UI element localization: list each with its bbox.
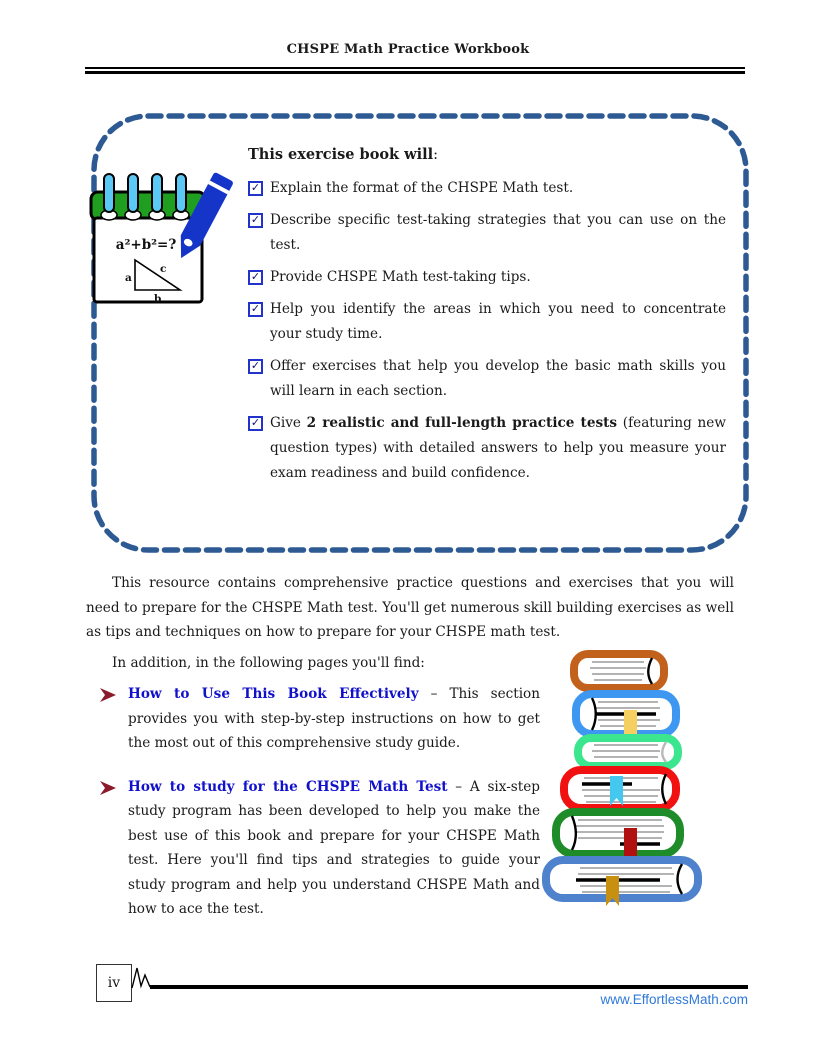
book (542, 856, 702, 906)
page-title: CHSPE Math Practice Workbook (286, 42, 530, 57)
checklist-item: ✓ Describe specific test-taking strategi… (248, 208, 726, 258)
arrow-bullet-icon (100, 688, 116, 702)
header-divider (85, 67, 745, 74)
bullet-title: How to study for the CHSPE Math Test (128, 778, 448, 795)
footer-divider (150, 985, 748, 989)
notepad-icon: a²+b²=? a c b (89, 172, 233, 305)
checklist-item: ✓ Offer exercises that help you develop … (248, 354, 726, 404)
book (552, 808, 684, 866)
checklist-item: ✓ Provide CHSPE Math test-taking tips. (248, 265, 726, 290)
addition-line: In addition, in the following pages you'… (112, 655, 425, 671)
triangle-label-a: a (125, 272, 132, 284)
checkbox-checked-icon: ✓ (248, 270, 263, 285)
page-number: iv (107, 975, 121, 991)
checklist-item: ✓ Give 2 realistic and full-length pract… (248, 411, 726, 486)
books-stack-illustration (542, 650, 702, 906)
dashed-callout-box (91, 113, 749, 553)
notepad-formula: a²+b²=? (116, 237, 177, 253)
footer-squiggle (131, 967, 151, 989)
checkbox-checked-icon: ✓ (248, 359, 263, 374)
book (570, 650, 668, 692)
checkbox-checked-icon: ✓ (248, 416, 263, 431)
arrow-bullet-icon (100, 780, 116, 795)
checkbox-checked-icon: ✓ (248, 181, 263, 196)
bullet-item: How to study for the CHSPE Math Test – A… (100, 775, 540, 922)
triangle-label-b: b (154, 293, 161, 305)
bullet-item: How to Use This Book Effectively – This … (100, 682, 540, 756)
website-link[interactable]: www.EffortlessMath.com (600, 992, 748, 1007)
intro-paragraph: This resource contains comprehensive pra… (86, 575, 734, 640)
checklist-item: ✓ Help you identify the areas in which y… (248, 297, 726, 347)
section-bullets: How to Use This Book Effectively – This … (100, 682, 540, 941)
intro-heading: This exercise book will: (248, 146, 439, 163)
spiral-pins-icon (103, 173, 187, 213)
bullet-title: How to Use This Book Effectively (128, 686, 419, 702)
checkbox-checked-icon: ✓ (248, 213, 263, 228)
checklist-item: ✓ Explain the format of the CHSPE Math t… (248, 176, 726, 201)
book (574, 734, 682, 770)
checkbox-checked-icon: ✓ (248, 302, 263, 317)
pencil-icon (180, 172, 233, 259)
page-number-box: iv (96, 964, 132, 1002)
book (560, 766, 680, 812)
exercise-checklist: ✓ Explain the format of the CHSPE Math t… (248, 176, 726, 493)
triangle-label-c: c (160, 263, 166, 275)
